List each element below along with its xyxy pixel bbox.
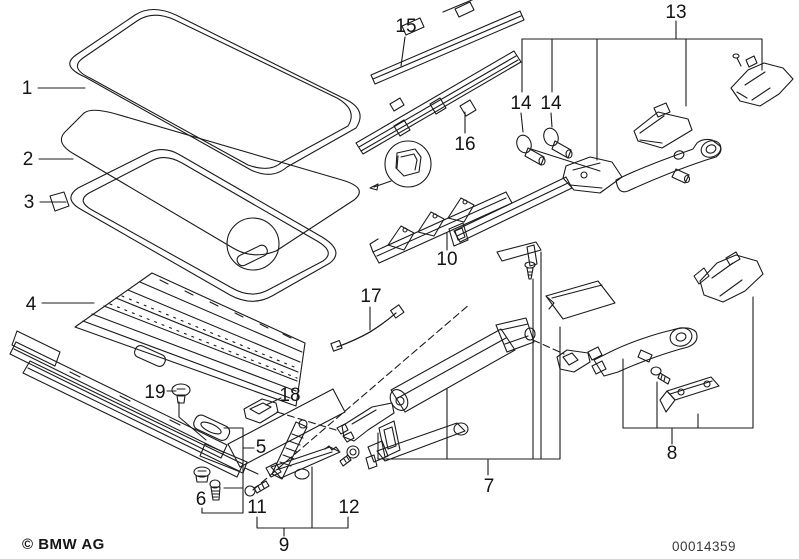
bushings-14-drawing <box>516 127 601 172</box>
rail-16-drawing <box>355 50 522 155</box>
screw-12-drawing <box>339 445 360 467</box>
part-callout-2-1[interactable]: 2 <box>23 149 34 170</box>
rail-15-drawing <box>370 0 525 85</box>
copyright-text: © BMW AG <box>22 536 105 553</box>
glass-panel-drawing <box>69 8 361 175</box>
headliner-panel-drawing <box>74 272 306 407</box>
screw-11-drawing <box>244 480 270 497</box>
part-callout-17-17[interactable]: 17 <box>360 286 381 307</box>
slider-13-drawing <box>633 102 693 149</box>
cylinder-cassette-drawing <box>389 317 536 413</box>
grommet-19-drawing <box>171 383 191 404</box>
hook-bracket-drawing <box>556 349 591 373</box>
part-callout-19-19[interactable]: 19 <box>144 382 165 403</box>
wind-deflector-drawing <box>365 420 469 470</box>
part-callout-11-10[interactable]: 11 <box>247 497 267 518</box>
part-callout-13-12[interactable]: 13 <box>665 2 686 23</box>
guide-rail-13-drawing <box>448 176 573 247</box>
part-callout-16-16[interactable]: 16 <box>454 134 475 155</box>
detail-circle-drawing <box>369 140 432 191</box>
part-callout-5-4[interactable]: 5 <box>256 437 267 458</box>
part-callout-14-14[interactable]: 14 <box>540 93 562 114</box>
part-callout-14-13[interactable]: 14 <box>510 93 532 114</box>
pivot-block-drawing <box>562 156 623 194</box>
part-callout-3-2[interactable]: 3 <box>24 192 35 213</box>
lever-arm-13-drawing <box>615 138 722 193</box>
part-callout-10-9[interactable]: 10 <box>436 249 457 270</box>
part-callout-15-15[interactable]: 15 <box>395 16 416 37</box>
part-callout-7-6[interactable]: 7 <box>484 476 495 497</box>
image-number-text: 00014359 <box>672 539 737 554</box>
bracket-plate-8-drawing <box>659 376 720 413</box>
callout-leader-lines <box>37 20 763 537</box>
part-callout-9-8[interactable]: 9 <box>279 535 290 556</box>
cable-end-bracket-drawing <box>496 241 542 280</box>
part-callout-4-3[interactable]: 4 <box>26 294 37 315</box>
clamp-18-drawing <box>243 398 279 424</box>
part-callout-12-11[interactable]: 12 <box>338 497 359 518</box>
front-rail-drawing <box>9 330 259 478</box>
part-callout-1-0[interactable]: 1 <box>22 78 33 99</box>
clamp-13-drawing <box>730 53 794 107</box>
lid-panel-drawing <box>49 149 337 302</box>
slider-shoe-drawing <box>336 402 395 443</box>
screw-8-drawing <box>650 366 671 385</box>
clamp-8-drawing <box>693 251 764 303</box>
arm-8-drawing <box>587 327 698 377</box>
fastener-6-drawing <box>193 466 221 501</box>
part-callout-18-18[interactable]: 18 <box>279 385 300 406</box>
part-callout-8-7[interactable]: 8 <box>667 443 678 464</box>
guide-piece-drawing <box>193 388 346 468</box>
seal-gasket-drawing <box>60 109 360 256</box>
lifting-mechanism-drawing <box>265 419 341 480</box>
cover-plate-drawing <box>545 280 616 320</box>
part-callout-6-5[interactable]: 6 <box>196 489 207 510</box>
cable-17-drawing <box>330 304 405 352</box>
axis-lines <box>252 303 565 491</box>
